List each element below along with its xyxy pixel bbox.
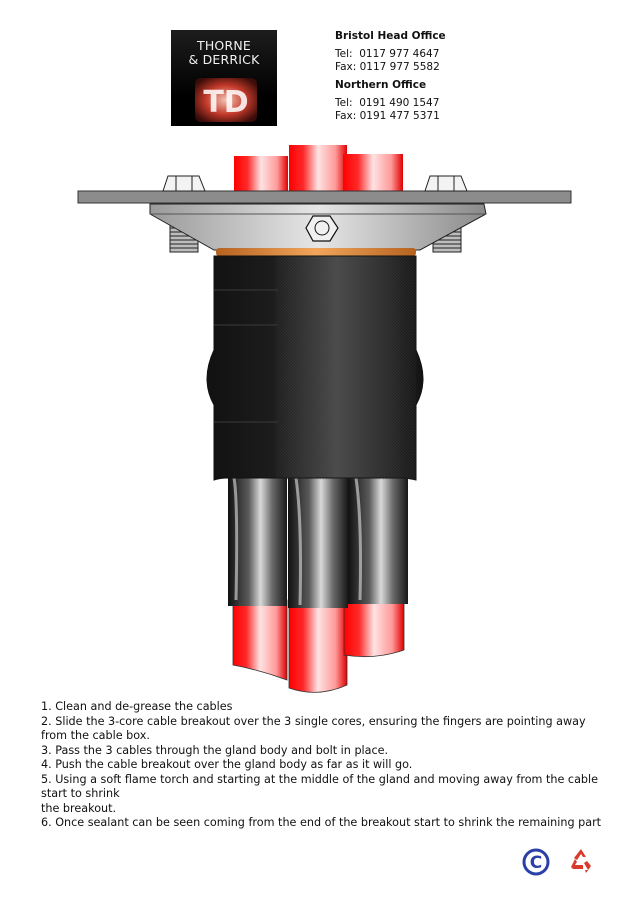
svg-text:TD: TD: [203, 85, 248, 120]
office-name-bristol: Bristol Head Office: [335, 30, 446, 42]
bristol-tel: Tel: 0117 977 4647: [335, 48, 440, 60]
copyright-icon: C: [522, 848, 550, 876]
step-6: 6. Once sealant can be seen coming from …: [41, 816, 602, 829]
recycle-icon: [571, 849, 591, 873]
bristol-fax: Fax: 0117 977 5582: [335, 61, 440, 73]
step-3: 3. Pass the 3 cables through the gland b…: [41, 743, 389, 757]
cable-center-bottom: [288, 599, 348, 693]
gland-copper-ring: [216, 248, 416, 256]
cable-center-top: [289, 145, 347, 195]
northern-fax: Fax: 0191 477 5371: [335, 110, 440, 122]
step-2: 2. Slide the 3-core cable breakout over …: [41, 714, 586, 743]
step-5: 5. Using a soft flame torch and starting…: [41, 772, 599, 801]
contact-details: Bristol Head Office Tel: 0117 977 4647 F…: [335, 30, 446, 123]
breakout-finger-left: [228, 470, 287, 606]
breakout-finger-right: [348, 470, 408, 604]
cable-left-bottom: [232, 599, 288, 681]
installation-steps: 1. Clean and de-grease the cables 2. Sli…: [41, 700, 606, 831]
cable-breakout-gland-drawing: [77, 145, 572, 693]
left-nut: [162, 175, 206, 192]
logo-line-2: & DERRICK: [188, 52, 260, 67]
cable-right-bottom: [343, 599, 405, 658]
breakout-finger-center: [288, 470, 348, 608]
right-nut: [424, 175, 468, 192]
logo-line-1: THORNE: [196, 38, 251, 53]
step-1: 1. Clean and de-grease the cables: [41, 700, 233, 713]
step-4: 4. Push the cable breakout over the glan…: [41, 758, 413, 771]
svg-text:C: C: [530, 853, 542, 873]
logo-td-mark-icon: TD: [195, 78, 257, 122]
company-logo: THORNE & DERRICK TD: [171, 30, 277, 126]
gland-hex-nut: [305, 215, 339, 242]
office-name-northern: Northern Office: [335, 79, 427, 91]
step-5-continued: the breakout.: [41, 801, 117, 815]
northern-tel: Tel: 0191 490 1547: [335, 97, 440, 109]
cable-left-top: [234, 156, 288, 196]
cable-right-top: [343, 154, 403, 196]
gland-plate: [77, 190, 572, 204]
